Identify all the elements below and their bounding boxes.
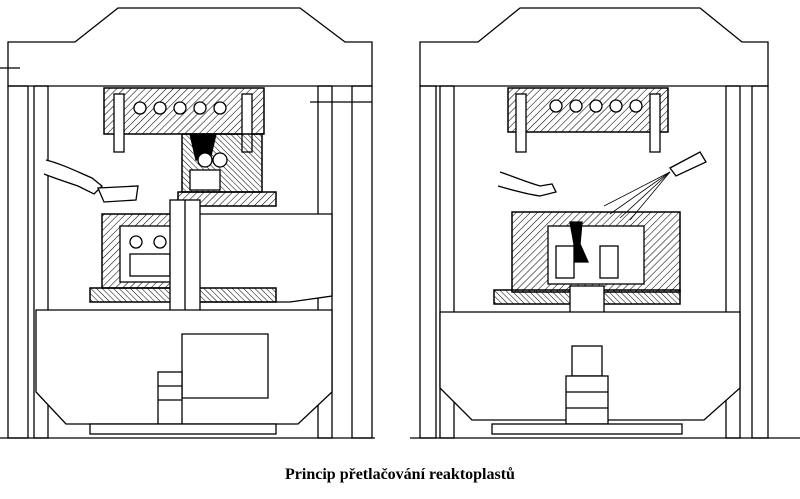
guide-pin-right-a — [515, 93, 527, 153]
press-right — [410, 7, 800, 439]
press-crown-right — [419, 7, 769, 87]
column-right-outer-left — [351, 85, 373, 439]
base-left — [89, 423, 277, 435]
press-crown-left — [7, 7, 373, 87]
hand-arm-right — [497, 171, 557, 197]
column-left-outer-right — [419, 85, 437, 439]
guide-pin-right-b — [649, 93, 661, 153]
upper-plate-right — [507, 87, 669, 133]
heating-channels-right — [549, 99, 643, 113]
figure-caption: Princip přetlačování reaktoplastů — [285, 466, 515, 483]
press-left — [0, 7, 375, 439]
hand-arm-left — [43, 159, 103, 195]
heating-channels-left — [133, 101, 227, 115]
column-left-outer-left — [7, 85, 29, 439]
press-diagram-figure — [0, 7, 800, 439]
column-right-outer-right — [751, 85, 769, 439]
base-right — [491, 423, 683, 435]
air-nozzle-right — [669, 151, 707, 177]
guide-pin-left-a — [113, 93, 125, 153]
air-spray-lines — [603, 171, 671, 221]
